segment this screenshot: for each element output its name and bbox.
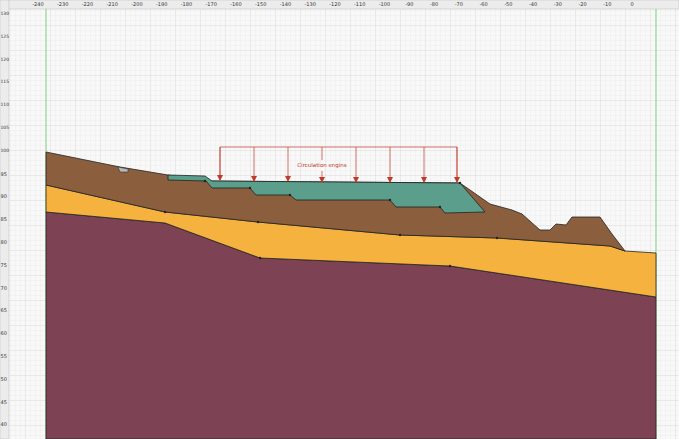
axis-tick-label: -150	[255, 2, 266, 7]
axis-tick-label: 130	[1, 12, 10, 17]
axis-tick-label: 80	[1, 240, 7, 245]
axis-tick-label: -180	[181, 2, 192, 7]
top-ruler	[0, 0, 679, 9]
axis-tick-label: -140	[280, 2, 291, 7]
axis-tick-label: -110	[354, 2, 365, 7]
axis-tick-label: -10	[603, 2, 611, 7]
axis-tick-label: 65	[1, 308, 7, 313]
axis-tick-label: -70	[455, 2, 463, 7]
axis-tick-label: 45	[1, 399, 7, 404]
axis-tick-label: 75	[1, 262, 7, 267]
axis-tick-label: 125	[1, 35, 10, 40]
axis-tick-label: 50	[1, 376, 7, 381]
axis-tick-label: -170	[206, 2, 217, 7]
axis-tick-label: -120	[329, 2, 340, 7]
small-fill	[118, 167, 128, 172]
axis-tick-label: 120	[1, 57, 10, 62]
grid-ground	[9, 9, 679, 439]
axis-tick-label: 60	[1, 331, 7, 336]
axis-tick-label: 100	[1, 149, 10, 154]
axis-tick-label: -160	[230, 2, 241, 7]
axis-tick-label: -200	[131, 2, 142, 7]
axis-tick-label: -90	[405, 2, 413, 7]
axis-tick-label: 105	[1, 126, 10, 131]
vertex-dots	[164, 180, 498, 267]
axis-tick-label: -20	[578, 2, 586, 7]
axis-tick-label: -130	[305, 2, 316, 7]
axis-tick-label: 90	[1, 194, 7, 199]
axis-tick-label: -60	[479, 2, 487, 7]
axis-tick-label: 85	[1, 217, 7, 222]
axis-tick-label: -30	[554, 2, 562, 7]
embankment-fill	[168, 175, 485, 213]
axis-tick-label: -40	[529, 2, 537, 7]
distributed-load	[220, 147, 457, 183]
axis-tick-label: -240	[32, 2, 43, 7]
axis-tick-label: 115	[1, 80, 10, 85]
axis-tick-label: 40	[1, 422, 7, 427]
axis-tick-label: 55	[1, 354, 7, 359]
grid	[9, 9, 679, 439]
axis-tick-label: -50	[504, 2, 512, 7]
axis-tick-label: -100	[379, 2, 390, 7]
axis-tick-label: -80	[430, 2, 438, 7]
left-ruler	[0, 0, 9, 439]
axis-tick-label: 0	[630, 2, 633, 7]
clay-layer	[46, 152, 625, 251]
axis-tick-label: 110	[1, 103, 10, 108]
axis-tick-label: -210	[107, 2, 118, 7]
axis-tick-label: 70	[1, 285, 7, 290]
load-label: Circulation engins	[296, 163, 347, 169]
axis-tick-label: -190	[156, 2, 167, 7]
axis-tick-label: -230	[57, 2, 68, 7]
axis-tick-label: -220	[82, 2, 93, 7]
axis-tick-label: 95	[1, 171, 7, 176]
